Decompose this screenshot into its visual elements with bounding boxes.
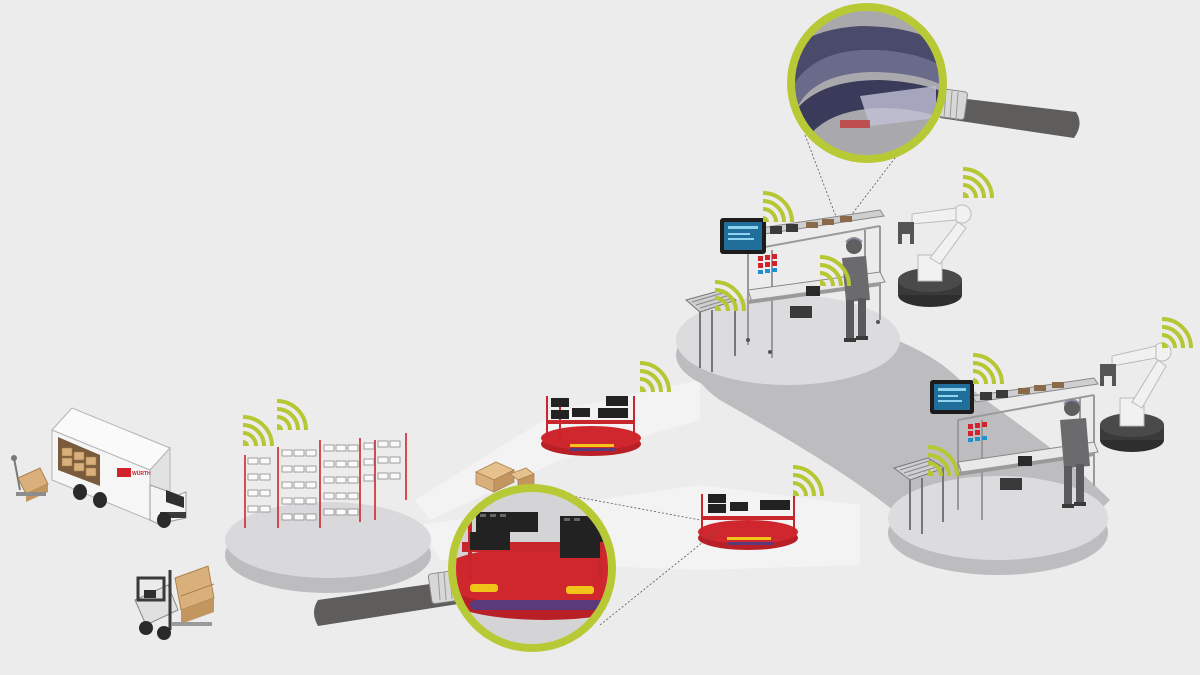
worker-1	[842, 237, 870, 342]
worker-2	[1060, 399, 1090, 508]
storage-rack	[244, 433, 407, 528]
platform-rack	[225, 502, 431, 593]
agv-cart-lower	[698, 494, 798, 550]
robot-arm-icon	[898, 204, 972, 307]
smart-glasses-closeup	[795, 11, 939, 155]
wifi-signal-icon	[791, 465, 824, 498]
wifi-signal-icon	[275, 399, 308, 432]
magnifying-glass-icon	[314, 484, 616, 652]
workstation-1	[684, 209, 886, 372]
workstation-2	[892, 377, 1099, 534]
wifi-signal-icon	[961, 167, 994, 200]
robot-arm-icon	[1100, 342, 1172, 452]
wifi-signal-icon	[241, 415, 274, 448]
truck-logo-text: WÜRTH	[132, 470, 151, 477]
agv-cart-closeup	[456, 492, 608, 644]
delivery-truck-icon: WÜRTH	[51, 407, 187, 528]
wifi-signal-icon	[761, 191, 794, 224]
agv-cart-upper	[541, 396, 641, 456]
monitor-1	[720, 218, 766, 254]
magnifying-glass-icon	[787, 3, 1080, 163]
pallet-jack	[11, 455, 49, 502]
platform-workstation-1	[676, 295, 900, 400]
forklift-icon	[134, 565, 215, 640]
monitor-2	[930, 380, 974, 414]
wifi-signal-icon	[971, 353, 1004, 386]
